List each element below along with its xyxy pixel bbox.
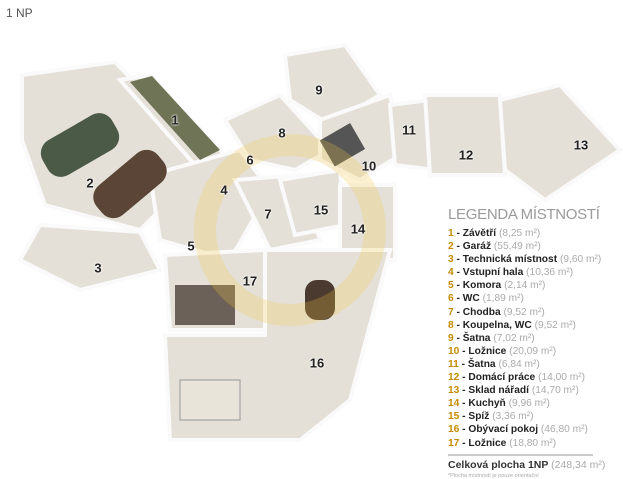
watermark-logo [194,134,386,326]
legend-item: 3 - Technická místnost (9,60 m²) [448,254,602,266]
legend-item: 15 - Spíž (3,36 m²) [448,411,534,423]
legend-item: 17 - Ložnice (18,80 m²) [448,437,557,449]
legend-item: 4 - Vstupní hala (10,36 m²) [448,267,574,279]
room-number: 15 [313,202,329,218]
legend-item: 2 - Garáž (55,49 m²) [448,241,541,253]
room-number: 16 [309,355,325,371]
room-number: 10 [361,158,377,174]
bed [319,123,366,167]
room-legend: LEGENDA MÍSTNOSTÍ 1 - Závětří (8,25 m²) 2… [448,206,623,479]
room-number: 13 [573,137,589,153]
legend-item: 11 - Šatna (6,84 m²) [448,358,540,370]
room-number: 2 [86,175,94,191]
room-number: 1 [171,112,179,128]
room-number: 9 [315,82,323,98]
legend-item: 10 - Ložnice (20,09 m²) [448,345,557,357]
legend-item: 6 - WC (1,89 m²) [448,293,524,305]
room-kitchen [338,183,397,262]
sofa [179,379,241,421]
legend-title: LEGENDA MÍSTNOSTÍ [448,206,600,223]
car-2 [93,149,167,219]
room-number: 5 [187,238,195,254]
room-number: 4 [220,182,228,198]
floor-plan [17,45,623,440]
room-number: 12 [458,147,474,163]
room-number: 6 [246,152,254,168]
room-tool-storage [497,82,623,203]
room-number: 17 [242,273,258,289]
room-hall [147,147,273,263]
legend-divider [448,453,593,456]
garden-bed [130,76,220,160]
room-utility [422,93,508,177]
room-number: 3 [94,260,102,276]
legend-item: 13 - Sklad nářadí (14,70 m²) [448,385,579,397]
dining-table [305,280,335,320]
legend-item: 12 - Domácí práce (14,00 m²) [448,372,586,384]
room-number: 11 [402,122,416,138]
tv-wall [175,285,235,325]
room-bath [222,92,334,173]
legend-item: 1 - Závětří (8,25 m²) [448,228,541,239]
legend-item: 5 - Komora (2,14 m²) [448,280,546,292]
room-technical [17,222,163,293]
legend-item: 16 - Obývací pokoj (46,80 m²) [448,424,588,436]
legend-total: Celková plocha 1NP (248,34 m²) [448,458,606,471]
legend-item: 14 - Kuchyň (9,96 m²) [448,398,550,410]
legend-item: 9 - Šatna (7,02 m²) [448,332,535,344]
floor-label: 1 NP [6,6,33,20]
legend-note: *Plocha místností je pouze orientační [448,472,539,479]
room-number: 8 [278,125,286,141]
legend-item: 7 - Chodba (9,52 m²) [448,306,545,318]
legend-item: 8 - Koupelna, WC (9,52 m²) [448,319,576,331]
car-1 [40,113,120,177]
room-number: 14 [350,221,366,237]
room-number: 7 [264,206,272,222]
